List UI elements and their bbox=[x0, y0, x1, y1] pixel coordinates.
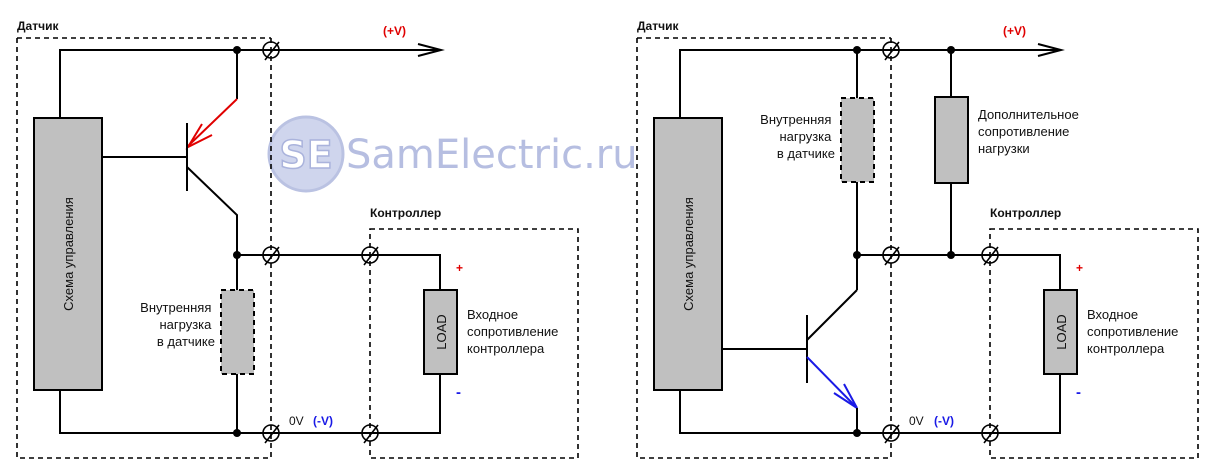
controller-load bbox=[423, 289, 458, 375]
minus-rail-label: (-V) bbox=[934, 414, 954, 428]
control-block-label: Схема управления bbox=[61, 197, 76, 311]
collector-wire bbox=[806, 289, 858, 341]
load-description: Входное сопротивление контроллера bbox=[1087, 307, 1182, 356]
load-description: Входное сопротивление контроллера bbox=[467, 307, 562, 356]
sensor-title: Датчик bbox=[637, 19, 679, 33]
terminal-zero bbox=[882, 424, 900, 444]
zero-rail-wire bbox=[59, 374, 441, 434]
diagram-npn: Датчик Схема управления (+V) Внутренняя … bbox=[636, 19, 1199, 459]
plus-rail-arrow-icon bbox=[417, 43, 445, 57]
terminal-out bbox=[882, 246, 900, 266]
output-wire bbox=[237, 254, 441, 290]
junction bbox=[853, 429, 861, 437]
watermark: SE SamElectric.ru bbox=[267, 115, 638, 193]
emitter-arrow-line bbox=[186, 98, 238, 148]
plus-rail-wire bbox=[679, 49, 1060, 118]
controller-load bbox=[1043, 289, 1078, 375]
terminal-plus bbox=[262, 41, 280, 61]
terminal-zero bbox=[262, 424, 280, 444]
load-plus-sign: + bbox=[1076, 261, 1083, 275]
load-plus-sign: + bbox=[456, 261, 463, 275]
zero-rail-wire bbox=[679, 374, 1061, 434]
zero-label: 0V bbox=[909, 414, 924, 428]
watermark-logo-text: SE bbox=[279, 133, 332, 177]
sensor-title: Датчик bbox=[17, 19, 59, 33]
internal-load-label: Внутренняя нагрузка в датчике bbox=[760, 112, 835, 161]
plus-rail-arrow-icon bbox=[1037, 43, 1065, 57]
load-minus-sign: - bbox=[456, 384, 461, 401]
diagram-pnp: Датчик Схема управления (+V) Внутренняя … bbox=[16, 19, 579, 459]
plus-rail-label: (+V) bbox=[383, 24, 406, 38]
emitter-arrow-line bbox=[806, 356, 858, 409]
internal-load bbox=[840, 97, 875, 183]
sensor-boundary bbox=[636, 37, 892, 459]
plus-rail-wire bbox=[59, 49, 440, 118]
internal-load-label: Внутренняя нагрузка в датчике bbox=[140, 300, 215, 349]
controller-title: Контроллер bbox=[990, 206, 1061, 220]
load-minus-sign: - bbox=[1076, 384, 1081, 401]
sensor-boundary bbox=[16, 37, 272, 459]
output-wire bbox=[857, 254, 1061, 290]
control-block-label: Схема управления bbox=[681, 197, 696, 311]
extra-load-label: Дополнительное сопротивление нагрузки bbox=[978, 107, 1082, 156]
junction bbox=[233, 429, 241, 437]
controller-terminal-zero bbox=[981, 424, 999, 444]
control-block bbox=[33, 117, 103, 391]
plus-rail-label: (+V) bbox=[1003, 24, 1026, 38]
controller-terminal-in bbox=[981, 246, 999, 266]
zero-label: 0V bbox=[289, 414, 304, 428]
terminal-plus bbox=[882, 41, 900, 61]
internal-load bbox=[220, 289, 255, 375]
terminal-out bbox=[262, 246, 280, 266]
controller-terminal-zero bbox=[361, 424, 379, 444]
load-label: LOAD bbox=[1054, 314, 1069, 349]
control-block bbox=[653, 117, 723, 391]
watermark-logo-circle bbox=[267, 115, 345, 193]
extra-load bbox=[934, 96, 969, 184]
controller-boundary bbox=[369, 228, 579, 459]
controller-terminal-in bbox=[361, 246, 379, 266]
watermark-text: SamElectric.ru bbox=[346, 132, 638, 178]
minus-rail-label: (-V) bbox=[313, 414, 333, 428]
controller-boundary bbox=[989, 228, 1199, 459]
controller-title: Контроллер bbox=[370, 206, 441, 220]
load-label: LOAD bbox=[434, 314, 449, 349]
